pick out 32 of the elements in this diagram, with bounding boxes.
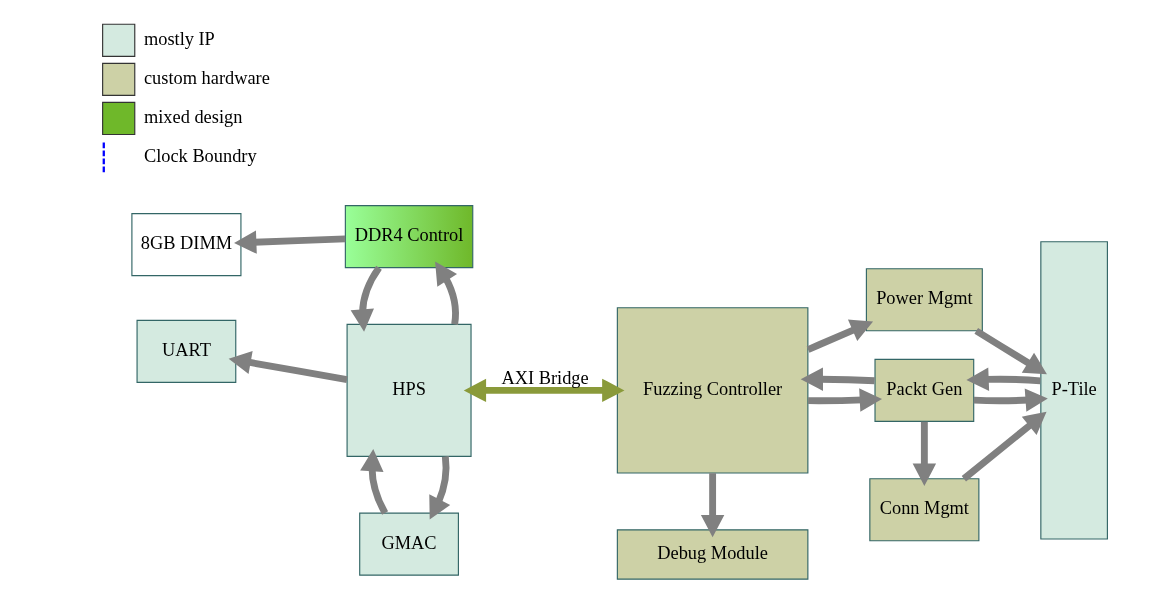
arrow <box>463 378 625 403</box>
node-box: Conn Mgmt <box>869 478 980 542</box>
node-box: Power Mgmt <box>865 268 983 332</box>
legend-label: custom hardware <box>143 67 270 88</box>
arrow <box>808 388 883 412</box>
arrow <box>912 421 937 486</box>
node-box: UART <box>136 319 237 383</box>
node-box: P-Tile <box>1040 241 1108 540</box>
arrow <box>961 411 1047 482</box>
arrow <box>700 473 725 538</box>
arrow <box>973 388 1048 412</box>
legend-label: mixed design <box>143 106 243 127</box>
arrow <box>234 230 346 254</box>
legend-label: mostly IP <box>143 28 215 49</box>
arrow <box>360 449 389 515</box>
arrow <box>800 367 875 391</box>
edge-label: AXI Bridge <box>501 368 589 389</box>
node-box: 8GB DIMM <box>131 213 242 277</box>
arrow <box>806 319 874 353</box>
arrow <box>435 261 459 325</box>
node-box: HPS <box>346 323 472 457</box>
arrow <box>228 351 348 383</box>
arrow <box>966 367 1041 391</box>
node-box: GMAC <box>359 512 459 576</box>
legend-label: Clock Boundry <box>143 145 257 166</box>
arrow <box>429 456 451 520</box>
arrow <box>350 265 382 332</box>
node-box: Debug Module <box>616 529 809 580</box>
node-box: DDR4 Control <box>344 205 474 269</box>
node-box: Fuzzing Controller <box>616 307 809 474</box>
node-box: Packt Gen <box>874 358 975 422</box>
arrow <box>974 328 1047 375</box>
